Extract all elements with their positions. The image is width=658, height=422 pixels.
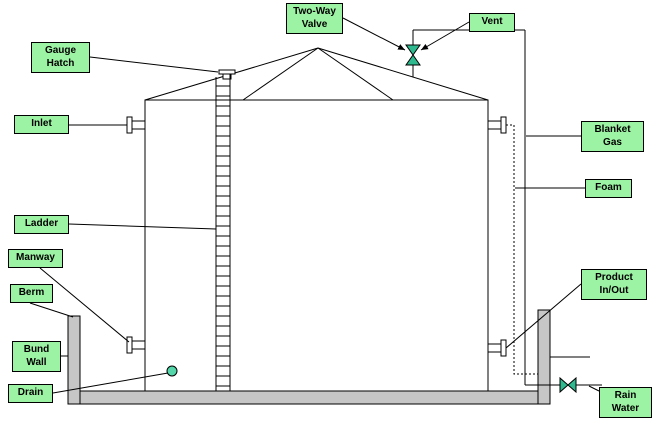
label-gauge-hatch: Gauge Hatch: [31, 42, 90, 73]
two-way-valve-symbol: [405, 44, 421, 66]
ladder-graphic: [215, 74, 231, 391]
label-product-in-out: Product In/Out: [581, 269, 647, 300]
blanket-gas-nozzle: [487, 116, 507, 134]
label-ladder: Ladder: [14, 215, 69, 234]
connector-ladder: [68, 223, 217, 230]
connector-two-way-valve: [342, 17, 406, 51]
label-two-way-valve: Two-Way Valve: [286, 3, 343, 34]
label-drain: Drain: [8, 384, 53, 403]
connector-drain: [52, 372, 169, 394]
connector-manway: [39, 267, 130, 343]
tank-roof: [144, 47, 489, 101]
rain-water-valve-symbol: [559, 376, 577, 394]
connector-vent: [420, 21, 470, 51]
gauge-hatch-fitting: [218, 69, 236, 80]
blanket-gas-dotted-line: [506, 124, 538, 375]
manway-nozzle: [126, 336, 146, 354]
label-manway: Manway: [8, 249, 63, 268]
label-vent: Vent: [469, 13, 515, 32]
label-berm: Berm: [10, 284, 53, 303]
label-rain-water: Rain Water: [599, 387, 652, 418]
tank-body: [144, 99, 489, 392]
connector-gauge-hatch: [89, 56, 219, 73]
left-bund-wall: [67, 315, 81, 405]
label-inlet: Inlet: [14, 115, 69, 134]
foundation-slab: [74, 390, 546, 405]
label-blanket-gas: Blanket Gas: [581, 121, 644, 152]
connector-berm: [29, 302, 74, 318]
drain-circle: [166, 365, 178, 377]
connector-rain-water: [588, 385, 600, 392]
connector-product-in-out: [505, 283, 582, 349]
inlet-nozzle: [126, 116, 146, 134]
label-bund-wall: Bund Wall: [12, 341, 61, 372]
connectors: [29, 17, 600, 394]
label-foam: Foam: [585, 179, 632, 198]
right-bund-wall: [537, 309, 551, 405]
product-nozzle: [487, 339, 507, 357]
